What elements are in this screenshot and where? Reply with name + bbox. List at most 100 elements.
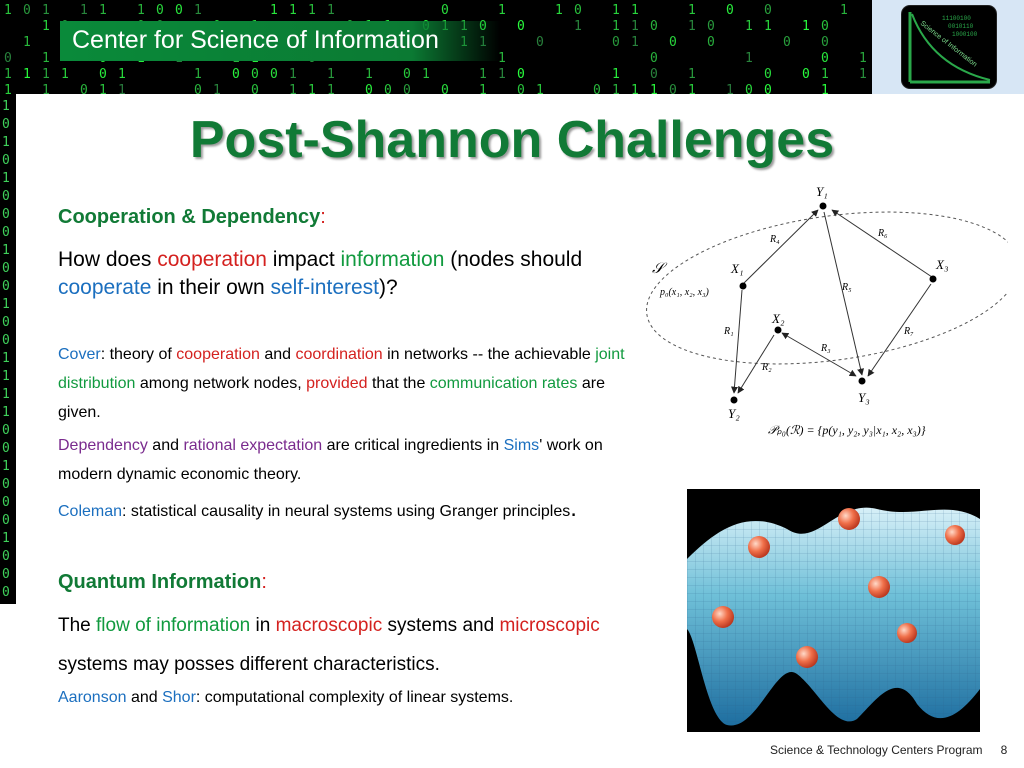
coleman-paragraph: Coleman: statistical causality in neural… <box>58 495 577 522</box>
svg-text:0: 0 <box>2 189 10 204</box>
edge-x1-y1 <box>743 209 819 284</box>
svg-text:1: 1 <box>802 19 810 34</box>
svg-text:1: 1 <box>270 3 278 18</box>
svg-text:0: 0 <box>2 567 10 582</box>
svg-text:1: 1 <box>2 135 10 150</box>
svg-text:1: 1 <box>2 405 10 420</box>
svg-text:1: 1 <box>688 19 696 34</box>
svg-text:0: 0 <box>669 83 677 94</box>
svg-text:0: 0 <box>2 477 10 492</box>
label-r7: R₇ <box>903 326 914 337</box>
label-r5: R₅ <box>841 282 852 293</box>
page-number: 8 <box>1000 743 1008 757</box>
dependency-paragraph: Dependency and rational expectation are … <box>58 437 603 483</box>
svg-text:1: 1 <box>327 67 335 82</box>
svg-text:1: 1 <box>631 19 639 34</box>
svg-text:1: 1 <box>118 83 126 94</box>
svg-text:0: 0 <box>517 19 525 34</box>
header-title: Center for Science of Information <box>72 26 439 54</box>
svg-text:1: 1 <box>688 3 696 18</box>
formula: 𝒫ₚ₀(ℛ) = {p(y₁, y₂, y₃|x₁, x₂, x₃)} <box>768 423 926 437</box>
edge-x2-y2 <box>737 334 775 394</box>
svg-text:0: 0 <box>802 67 810 82</box>
svg-text:1: 1 <box>631 3 639 18</box>
svg-text:1: 1 <box>840 3 848 18</box>
svg-text:0: 0 <box>2 207 10 222</box>
svg-text:0: 0 <box>612 35 620 50</box>
svg-text:1: 1 <box>4 83 12 94</box>
svg-text:0: 0 <box>517 67 525 82</box>
svg-text:0: 0 <box>441 3 449 18</box>
svg-text:0: 0 <box>384 83 392 94</box>
svg-text:0: 0 <box>270 67 278 82</box>
svg-text:1: 1 <box>859 67 867 82</box>
set-label: 𝒮 <box>652 261 668 277</box>
label-x1: X₁ <box>730 261 743 276</box>
svg-text:0: 0 <box>821 19 829 34</box>
svg-text:1: 1 <box>308 3 316 18</box>
svg-text:1: 1 <box>289 83 297 94</box>
svg-text:0: 0 <box>2 117 10 132</box>
svg-text:0: 0 <box>99 67 107 82</box>
edge-x3-y3 <box>867 283 932 377</box>
svg-text:1: 1 <box>612 83 620 94</box>
svg-text:0: 0 <box>2 261 10 276</box>
edge-x2-y3 <box>781 332 857 377</box>
svg-text:0: 0 <box>764 83 772 94</box>
svg-text:1: 1 <box>42 3 50 18</box>
svg-text:1: 1 <box>194 3 202 18</box>
logo-panel: 11100100 0010110 1000100 Science of Info… <box>872 0 1024 94</box>
section-heading-cooperation: Cooperation & Dependency: <box>58 206 326 228</box>
quantum-landscape-image <box>687 489 980 732</box>
label-r1: R₁ <box>723 326 734 337</box>
svg-text:0: 0 <box>2 423 10 438</box>
svg-text:1: 1 <box>42 67 50 82</box>
svg-text:0: 0 <box>650 51 658 66</box>
svg-text:1: 1 <box>612 3 620 18</box>
svg-text:0: 0 <box>403 83 411 94</box>
edge-x1-y2 <box>730 289 743 394</box>
svg-text:0: 0 <box>194 83 202 94</box>
svg-text:0: 0 <box>593 83 601 94</box>
svg-text:1: 1 <box>574 19 582 34</box>
svg-text:1: 1 <box>42 19 50 34</box>
svg-text:0: 0 <box>2 333 10 348</box>
svg-text:1: 1 <box>194 67 202 82</box>
svg-text:0: 0 <box>517 83 525 94</box>
node-x3 <box>929 275 937 283</box>
svg-text:1: 1 <box>745 51 753 66</box>
header-banner: 1011011111110011001100111101100011111001… <box>0 0 872 94</box>
node-y2 <box>730 396 738 404</box>
node-y3 <box>858 377 866 385</box>
label-y2: Y₂ <box>728 406 740 421</box>
svg-text:0: 0 <box>175 3 183 18</box>
svg-text:1: 1 <box>289 67 297 82</box>
cover-paragraph: Cover: theory of cooperation and coordin… <box>58 346 625 421</box>
footer-program: Science & Technology Centers Program <box>770 743 983 757</box>
node-y1 <box>819 202 827 210</box>
svg-text:0: 0 <box>764 3 772 18</box>
svg-text:0: 0 <box>669 35 677 50</box>
label-r6: R₆ <box>877 228 888 239</box>
svg-text:0: 0 <box>2 153 10 168</box>
svg-text:0: 0 <box>2 513 10 528</box>
svg-text:1: 1 <box>498 67 506 82</box>
science-of-information-logo-icon: 11100100 0010110 1000100 Science of Info… <box>902 6 996 88</box>
svg-text:1: 1 <box>726 83 734 94</box>
svg-text:1: 1 <box>2 99 10 114</box>
aaronson-paragraph: Aaronson and Shor: computational complex… <box>58 689 514 706</box>
svg-text:0: 0 <box>821 51 829 66</box>
svg-text:0: 0 <box>2 549 10 564</box>
label-r2: R₂ <box>761 362 772 373</box>
svg-text:1: 1 <box>99 83 107 94</box>
svg-text:1: 1 <box>2 369 10 384</box>
svg-text:0: 0 <box>821 35 829 50</box>
svg-text:0: 0 <box>650 19 658 34</box>
svg-text:0: 0 <box>2 315 10 330</box>
svg-text:1: 1 <box>4 3 12 18</box>
svg-text:0: 0 <box>707 19 715 34</box>
label-y1: Y₁ <box>816 184 828 199</box>
svg-text:1: 1 <box>327 3 335 18</box>
svg-text:1: 1 <box>213 83 221 94</box>
svg-text:1: 1 <box>23 67 31 82</box>
